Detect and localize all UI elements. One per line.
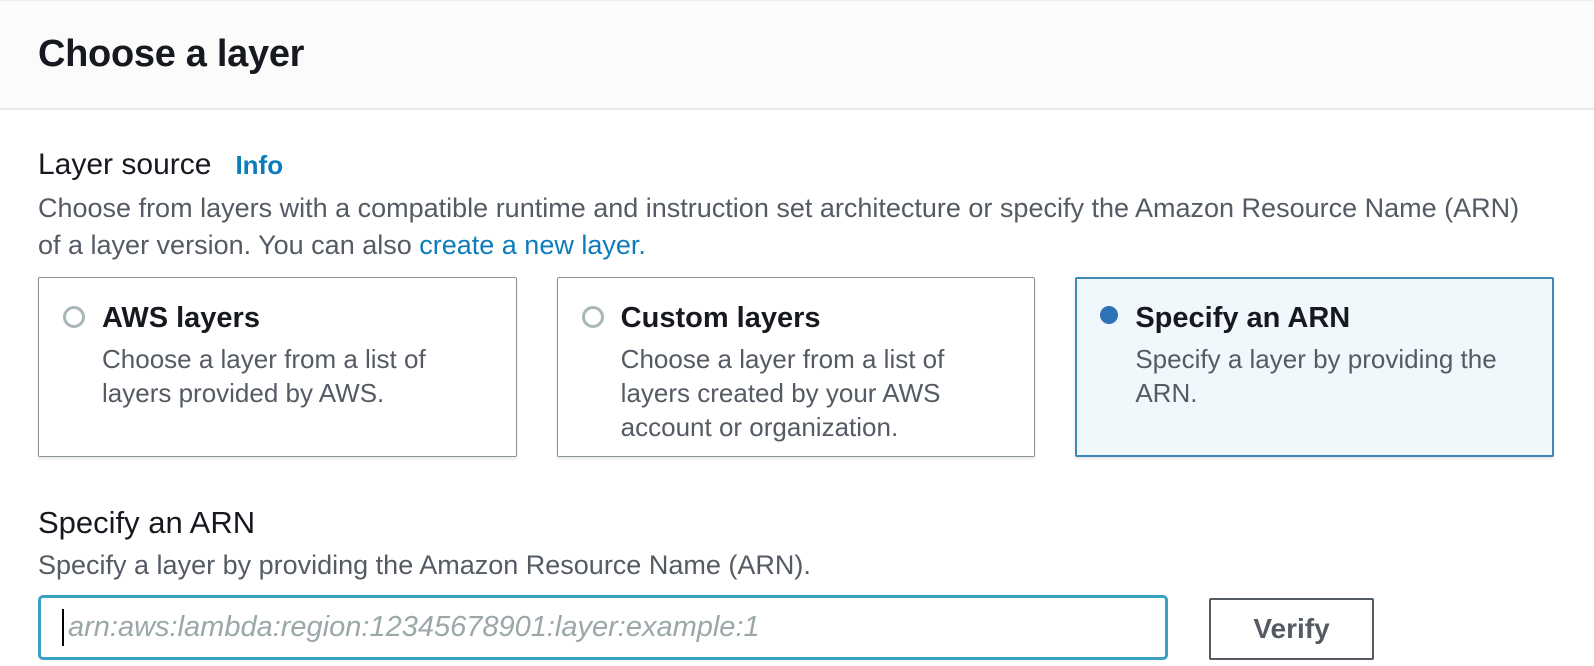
create-new-layer-link[interactable]: create a new layer. bbox=[419, 230, 646, 260]
option-description: Choose a layer from a list of layers cre… bbox=[620, 344, 945, 442]
specify-arn-radio[interactable] bbox=[1100, 306, 1119, 324]
page-title: Choose a layer bbox=[38, 33, 305, 75]
panel-header: Choose a layer bbox=[0, 1, 1594, 110]
layer-source-description: Choose from layers with a compatible run… bbox=[38, 190, 1528, 264]
specify-arn-description: Specify a layer by providing the Amazon … bbox=[38, 550, 811, 580]
layer-source-options: AWS layers Choose a layer from a list of… bbox=[38, 277, 1555, 457]
arn-input-wrap bbox=[38, 595, 1168, 660]
option-title: Specify an ARN bbox=[1135, 302, 1351, 334]
option-title: Custom layers bbox=[620, 302, 821, 334]
aws-layers-radio[interactable] bbox=[63, 306, 85, 328]
arn-input[interactable] bbox=[38, 595, 1168, 660]
info-link[interactable]: Info bbox=[235, 150, 284, 180]
option-title: AWS layers bbox=[102, 302, 260, 334]
arn-input-row: Verify bbox=[38, 595, 1554, 660]
custom-layers-radio[interactable] bbox=[581, 306, 604, 328]
specify-arn-heading: Specify an ARN bbox=[38, 505, 256, 540]
text-caret bbox=[62, 609, 64, 646]
layer-source-label-row: Layer source Info bbox=[38, 148, 1554, 182]
layer-source-label: Layer source bbox=[38, 148, 212, 181]
option-description: Specify a layer by providing the ARN. bbox=[1135, 344, 1497, 408]
option-card-custom-layers[interactable]: Custom layers Choose a layer from a list… bbox=[556, 277, 1036, 457]
option-card-specify-arn[interactable]: Specify an ARN Specify a layer by provid… bbox=[1075, 277, 1555, 457]
verify-button[interactable]: Verify bbox=[1209, 598, 1374, 660]
layer-source-description-text: Choose from layers with a compatible run… bbox=[38, 193, 1520, 260]
panel-body: Layer source Info Choose from layers wit… bbox=[0, 148, 1594, 660]
option-card-aws-layers[interactable]: AWS layers Choose a layer from a list of… bbox=[38, 277, 517, 457]
option-description: Choose a layer from a list of layers pro… bbox=[102, 344, 426, 408]
